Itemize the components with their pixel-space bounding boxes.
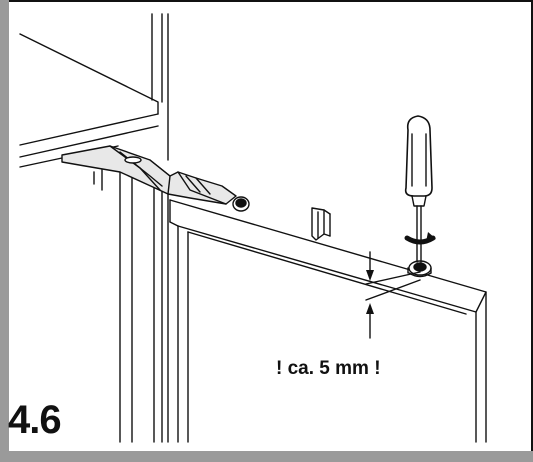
cabinet-top-panel bbox=[19, 33, 159, 168]
measurement-label: ! ca. 5 mm ! bbox=[276, 358, 381, 379]
step-number: 4.6 bbox=[8, 398, 62, 442]
door-stop-block bbox=[311, 207, 331, 241]
hinge-arm bbox=[61, 145, 237, 205]
cabinet-side-wall bbox=[93, 13, 169, 443]
hinge-screw bbox=[232, 196, 250, 212]
dimension-arrows bbox=[365, 251, 421, 339]
left-border-bar bbox=[0, 0, 9, 462]
screwdriver bbox=[404, 115, 436, 263]
bottom-border-bar bbox=[0, 451, 533, 462]
adjustment-screw bbox=[407, 260, 432, 278]
door bbox=[169, 199, 487, 443]
